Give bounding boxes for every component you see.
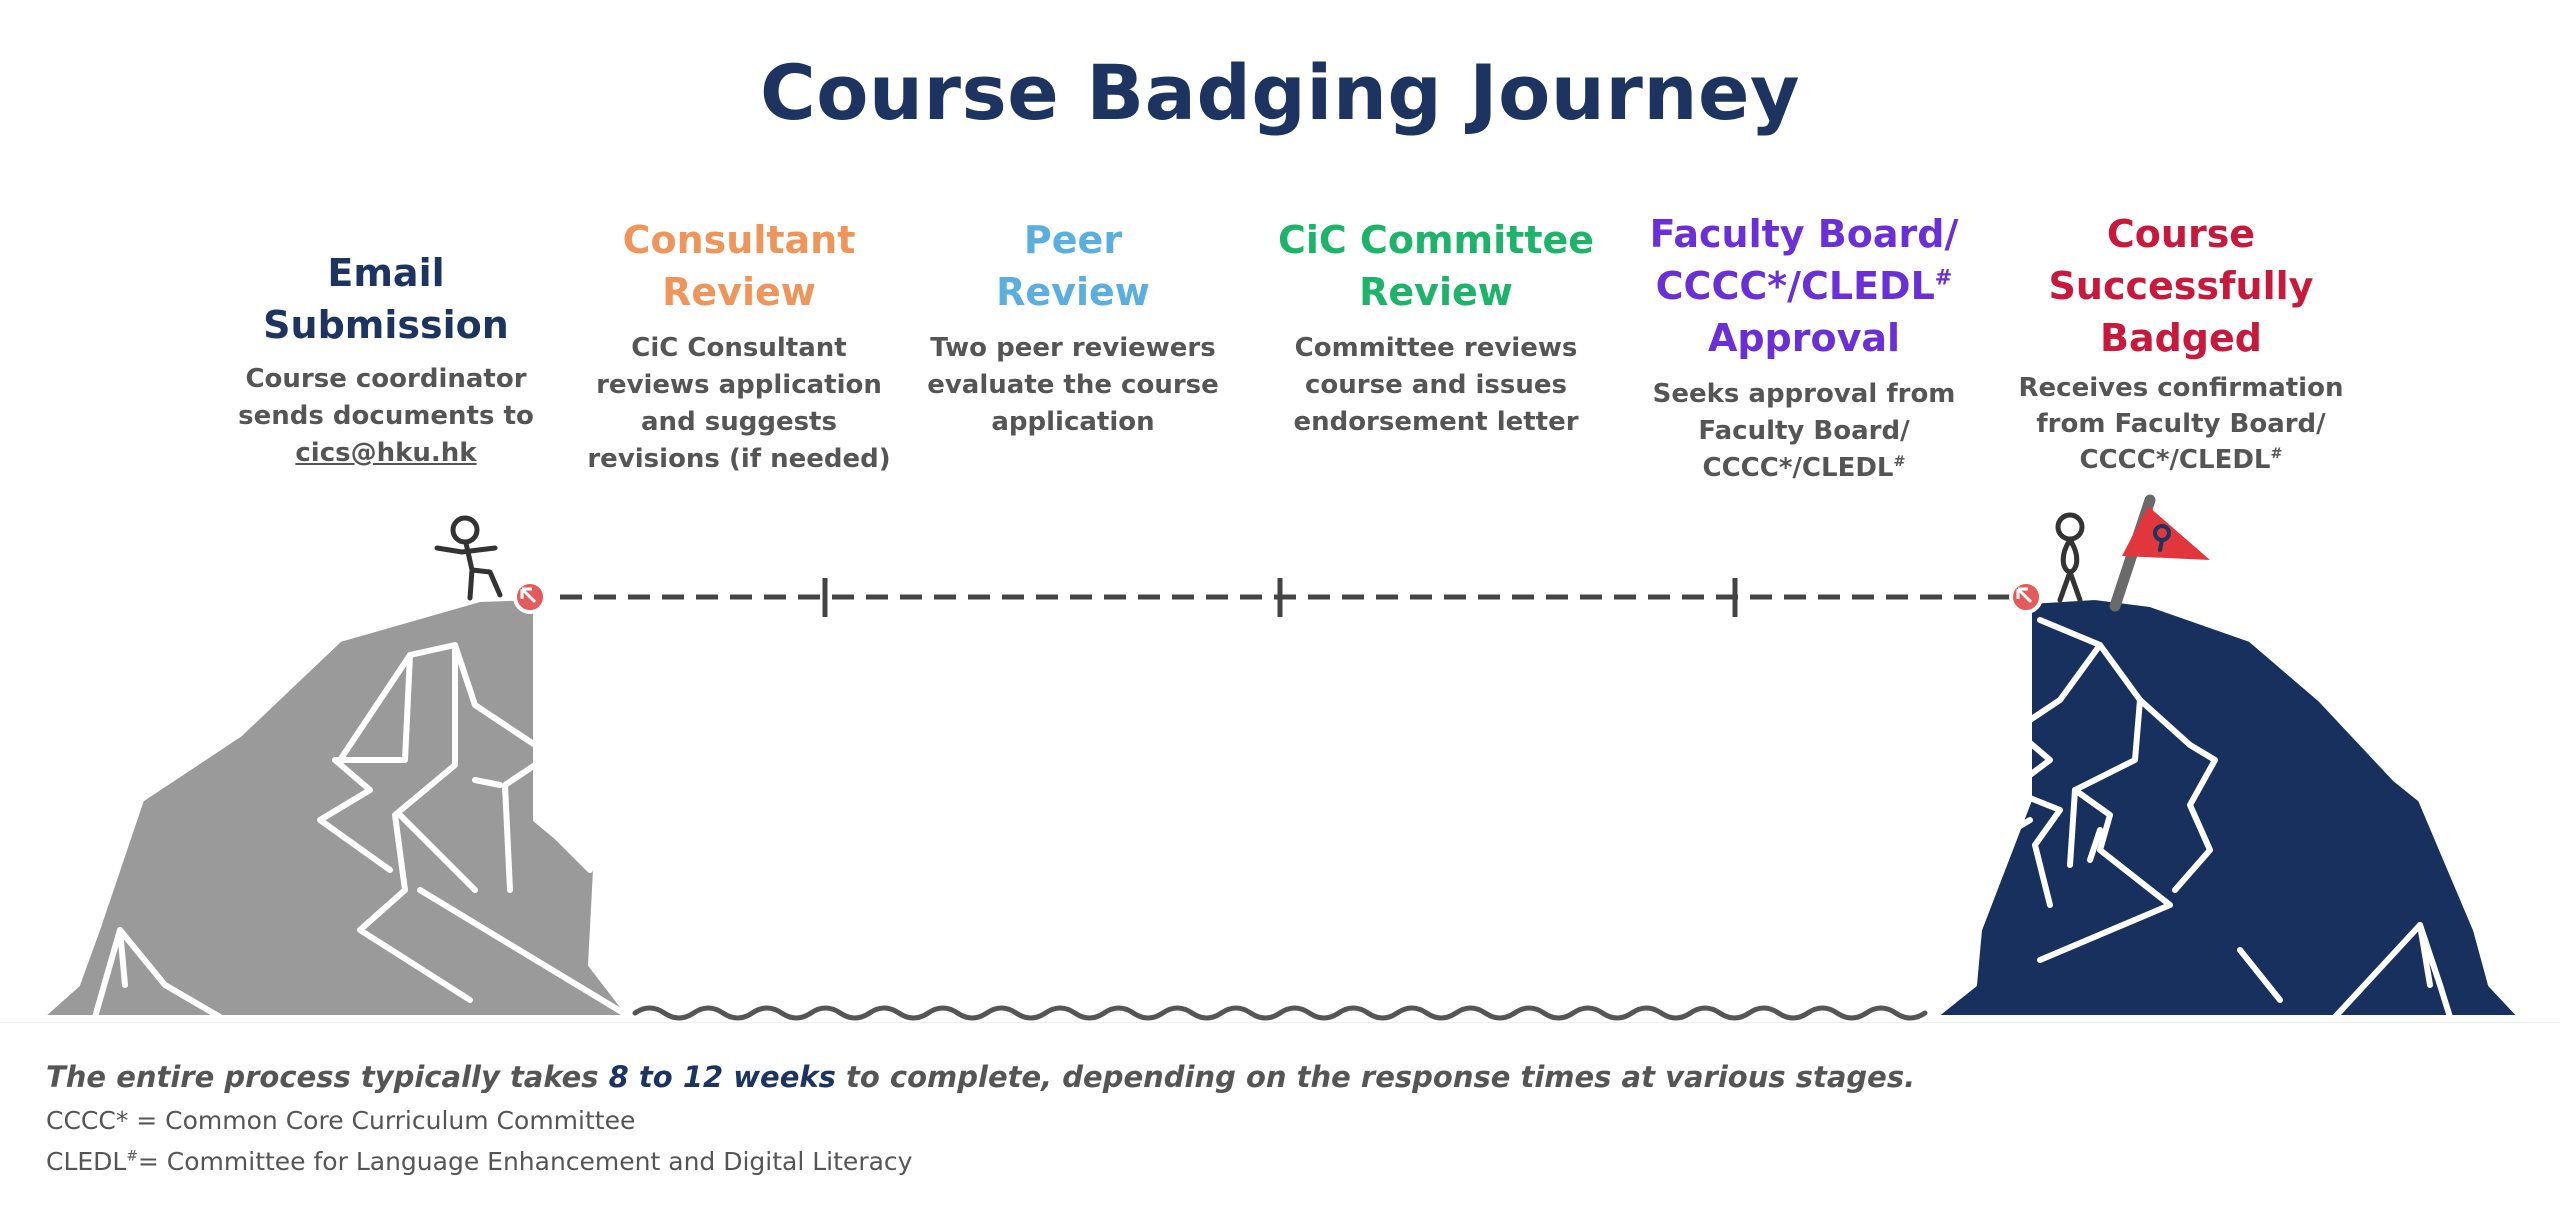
stick-figure-icon [434,515,503,601]
stage-course-badged: Course Successfully Badged Receives conf… [2001,208,2361,478]
stage-cic-committee-review: CiC Committee Review Committee reviews c… [1256,214,1616,441]
stage-title: Email Submission [263,251,509,347]
email-link[interactable]: cics@hku.hk [295,438,477,468]
start-marker [513,580,547,614]
mountain-icon [40,596,633,1020]
stage-email-submission: Email Submission Course coordinator send… [206,247,566,472]
mountain-icon [1933,596,2522,1020]
wave-icon [632,1005,1928,1021]
stick-figure-icon [2055,512,2085,603]
stage-title: Consultant Review [622,218,856,314]
stage-title: Peer Review [996,218,1150,314]
cledl-definition: CLEDL#= Committee for Language Enhanceme… [46,1147,913,1176]
stage-title: CiC Committee Review [1277,218,1595,314]
ground-divider [0,1022,2560,1023]
stage-description: Committee reviews course and issues endo… [1293,333,1579,437]
stage-faculty-board-approval: Faculty Board/ CCCC*/CLEDL# Approval See… [1624,208,1984,487]
stage-description: CiC Consultant reviews application and s… [587,333,891,474]
stage-description: Seeks approval from Faculty Board/ CCCC*… [1652,379,1956,483]
process-duration-note: The entire process typically takes 8 to … [46,1060,1916,1094]
stage-description: Receives confirmation from Faculty Board… [2018,373,2344,475]
milestone-ticks [822,578,1738,617]
stage-description: Two peer reviewers evaluate the course a… [927,333,1219,437]
stage-description: Course coordinator sends documents to ci… [238,364,534,468]
end-marker [2009,580,2043,614]
stage-title: Faculty Board/ CCCC*/CLEDL# Approval [1649,212,1959,360]
footer: The entire process typically takes 8 to … [46,1060,1915,1176]
stage-title: Course Successfully Badged [2048,212,2314,360]
flag-icon [2109,494,2210,612]
stage-consultant-review: Consultant Review CiC Consultant reviews… [559,214,919,478]
page-title: Course Badging Journey [759,48,1801,137]
cccc-definition: CCCC* = Common Core Curriculum Committee [46,1106,636,1135]
stage-peer-review: Peer Review Two peer reviewers evaluate … [893,214,1253,441]
